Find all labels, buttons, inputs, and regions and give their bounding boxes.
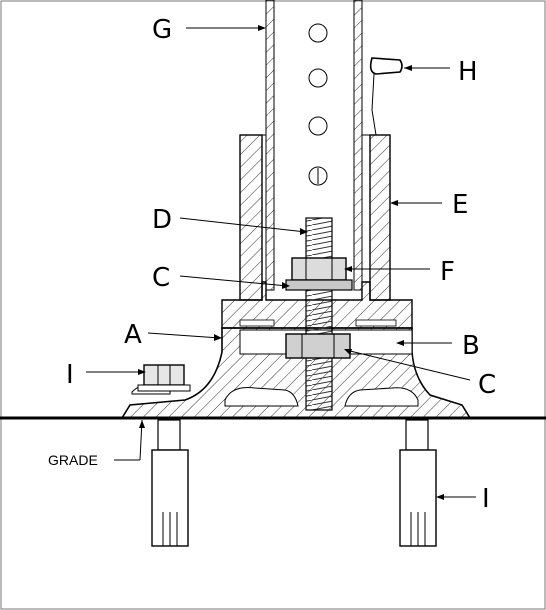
label-a: A: [124, 320, 142, 350]
outer-sleeve: [239, 134, 391, 301]
upper-nut: [291, 257, 347, 281]
anchor-bolt-head: [137, 364, 191, 392]
retaining-clip: [369, 57, 403, 136]
label-c-upper: C: [152, 263, 170, 293]
left-ground-anchor: [151, 419, 189, 547]
label-grade: GRADE: [48, 452, 98, 468]
label-i-left: I: [66, 360, 74, 390]
threaded-rod: [305, 217, 333, 411]
label-e: E: [452, 190, 468, 220]
leader-lines: [86, 25, 476, 500]
label-f: F: [440, 257, 455, 287]
label-d: D: [152, 205, 172, 235]
label-g: G: [152, 15, 172, 45]
lower-nut: [285, 333, 351, 359]
right-ground-anchor: [399, 419, 437, 547]
upper-post-tube: [265, 0, 363, 291]
label-h: H: [458, 57, 478, 87]
label-b: B: [462, 331, 480, 361]
label-i-right: I: [482, 484, 490, 514]
label-c-lower: C: [478, 370, 496, 400]
upper-washer: [285, 279, 353, 291]
